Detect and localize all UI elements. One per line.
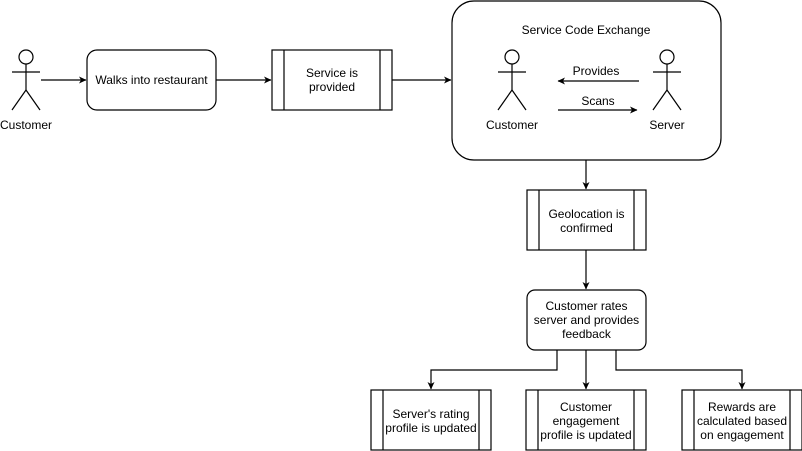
geolocation-label-line: confirmed [560,221,613,235]
walks-in-label-line: Walks into restaurant [95,73,208,87]
rating-updated-box [370,389,492,451]
customer-rates-label-line: feedback [562,327,612,341]
scans-label: Scans [581,94,614,108]
rating-updated-label-line: Server's rating [393,407,470,421]
provides-label: Provides [573,64,620,78]
service-provided-label-line: Service is [306,66,358,80]
server-actor-icon [652,49,682,111]
rewards-box [681,389,802,451]
engagement-updated-label-line: profile is updated [540,428,631,442]
arrow-rates-to-rewards [615,350,746,390]
rating-updated-label-line: profile is updated [385,421,476,435]
exchange-title: Service Code Exchange [522,23,651,37]
customer-actor-icon [11,49,41,111]
service-provided-label-line: provided [309,80,355,94]
customer-rates-label-line: Customer rates [545,299,627,313]
geolocation-box [526,189,647,251]
group-customer-actor-icon [497,49,527,111]
server-actor-label: Server [649,118,684,132]
arrow-rates-to-rating [427,350,558,390]
rewards-label-line: on engagement [700,428,784,442]
customer-rates-label-line: server and provides [534,313,639,327]
walks-in-label: Walks into restaurant [95,73,208,87]
service-provided-box [271,49,393,111]
rewards-label-line: calculated based [697,414,787,428]
exchange-title-line: Service Code Exchange [522,23,651,37]
geolocation-label-line: Geolocation is [548,207,624,221]
rewards-label-line: Rewards are [708,400,776,414]
customer-actor-label: Customer [0,118,52,132]
engagement-updated-label-line: engagement [553,414,620,428]
engagement-updated-box [525,389,647,451]
group-customer-label: Customer [486,118,538,132]
engagement-updated-label-line: Customer [560,400,612,414]
